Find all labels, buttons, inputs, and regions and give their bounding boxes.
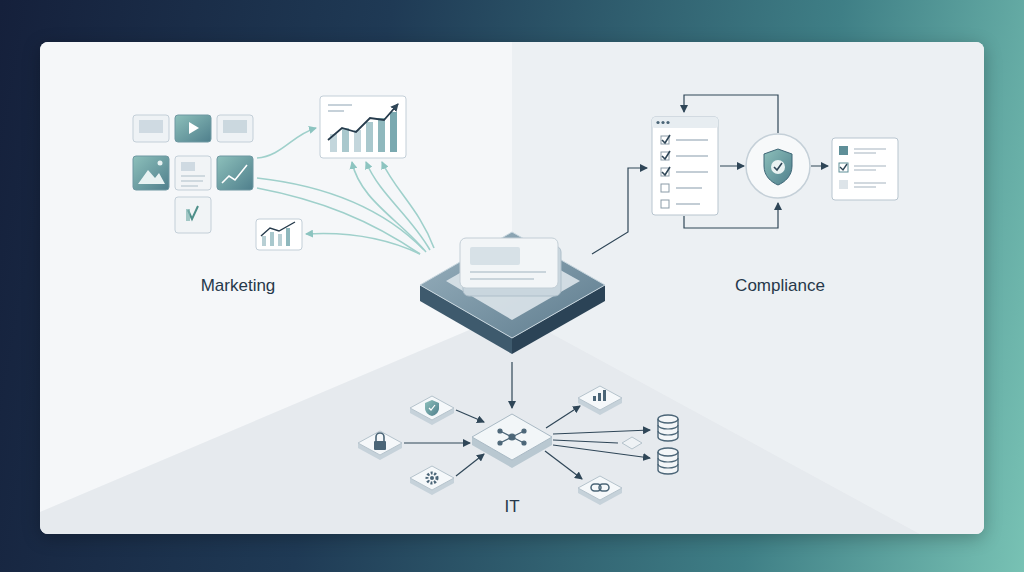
region-shape xyxy=(40,42,512,512)
panel: Marketing ComplianceIT xyxy=(40,42,984,534)
chart-card xyxy=(320,96,406,158)
small-chart-card xyxy=(256,219,302,250)
region-label: IT xyxy=(500,495,523,519)
region-shape xyxy=(40,312,920,534)
checklist-card xyxy=(652,117,718,215)
region-label: Marketing xyxy=(197,274,280,298)
shield-check xyxy=(746,134,810,198)
illustration xyxy=(40,42,984,534)
region: Compliance xyxy=(512,42,984,534)
region: Marketing xyxy=(40,42,512,512)
result-card xyxy=(832,138,898,200)
region-label: Compliance xyxy=(731,274,829,298)
region: IT xyxy=(40,312,920,534)
